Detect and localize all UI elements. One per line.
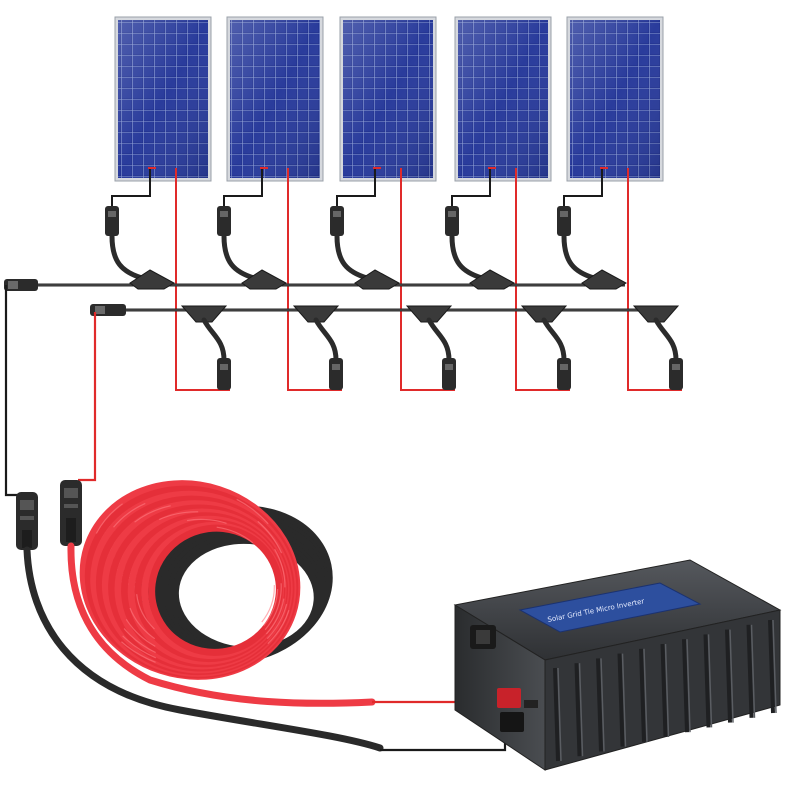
panel-connector-black-5 — [557, 206, 628, 290]
extension-connector-red — [60, 480, 82, 546]
micro-inverter: Solar Grid Tie Micro Inverter — [453, 559, 782, 771]
extension-connector-black — [16, 492, 38, 550]
solar-panel-1 — [114, 16, 212, 182]
coiled-cables — [23, 480, 384, 752]
panel-connector-red-5 — [632, 305, 683, 390]
panel-connector-red-4 — [520, 305, 571, 390]
trunk-connector-left-top — [4, 279, 38, 291]
panel-connector-red-1 — [180, 305, 231, 390]
solar-panel-4 — [454, 16, 552, 182]
cooling-fins — [553, 619, 777, 762]
panel-connector-red-2 — [292, 305, 343, 390]
solar-panel-3 — [339, 16, 437, 182]
panel-wiring — [111, 167, 682, 391]
panel-connector-black-3 — [330, 206, 401, 290]
branch-connectors — [105, 206, 683, 390]
solar-panel-5 — [566, 16, 664, 182]
downlead-wires — [4, 285, 97, 497]
dc-input-black — [500, 712, 524, 732]
solar-panels — [114, 16, 664, 182]
trunk-connector-left-bottom — [90, 304, 126, 316]
panel-connector-black-4 — [445, 206, 516, 290]
solar-panel-2 — [226, 16, 324, 182]
panel-connector-red-3 — [405, 305, 456, 390]
panel-connector-black-2 — [217, 206, 288, 290]
dc-input-red — [497, 688, 521, 708]
panel-connector-black-1 — [105, 206, 176, 290]
